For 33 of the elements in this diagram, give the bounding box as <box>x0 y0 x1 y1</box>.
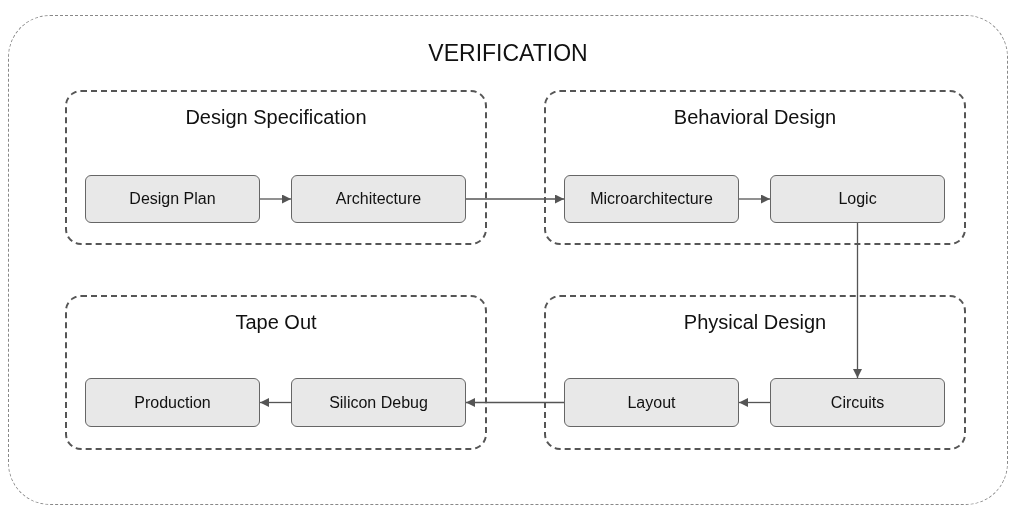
arrow <box>853 222 862 379</box>
step-label: Design Plan <box>129 190 216 208</box>
region-title: VERIFICATION <box>427 40 589 67</box>
arrow <box>738 398 771 407</box>
process-box <box>85 175 260 223</box>
group-heading: Tape Out <box>234 311 318 334</box>
stage-group <box>65 295 487 450</box>
step-label: Layout <box>627 393 676 412</box>
process-box <box>291 378 466 427</box>
process-box <box>564 378 739 427</box>
process-box <box>291 175 466 223</box>
group-heading: Physical Design <box>682 311 828 334</box>
step-label: Circuits <box>830 393 885 412</box>
verification-region <box>8 15 1008 505</box>
arrow <box>465 194 565 204</box>
arrow <box>465 398 565 407</box>
step-label: Microarchitecture <box>590 190 713 208</box>
arrow <box>259 398 292 407</box>
process-box <box>85 378 260 427</box>
stage-group <box>544 295 966 450</box>
stage-group <box>65 90 487 245</box>
process-box <box>564 175 739 223</box>
process-box <box>770 378 945 427</box>
group-heading: Design Specification <box>184 106 368 129</box>
step-label: Production <box>134 393 211 412</box>
step-label: Logic <box>838 190 877 208</box>
group-heading: Behavioral Design <box>672 106 838 129</box>
step-label: Silicon Debug <box>329 393 428 412</box>
step-label: Architecture <box>335 190 422 208</box>
process-box <box>770 175 945 223</box>
arrow <box>259 194 292 204</box>
arrow <box>738 194 771 204</box>
stage-group <box>544 90 966 245</box>
